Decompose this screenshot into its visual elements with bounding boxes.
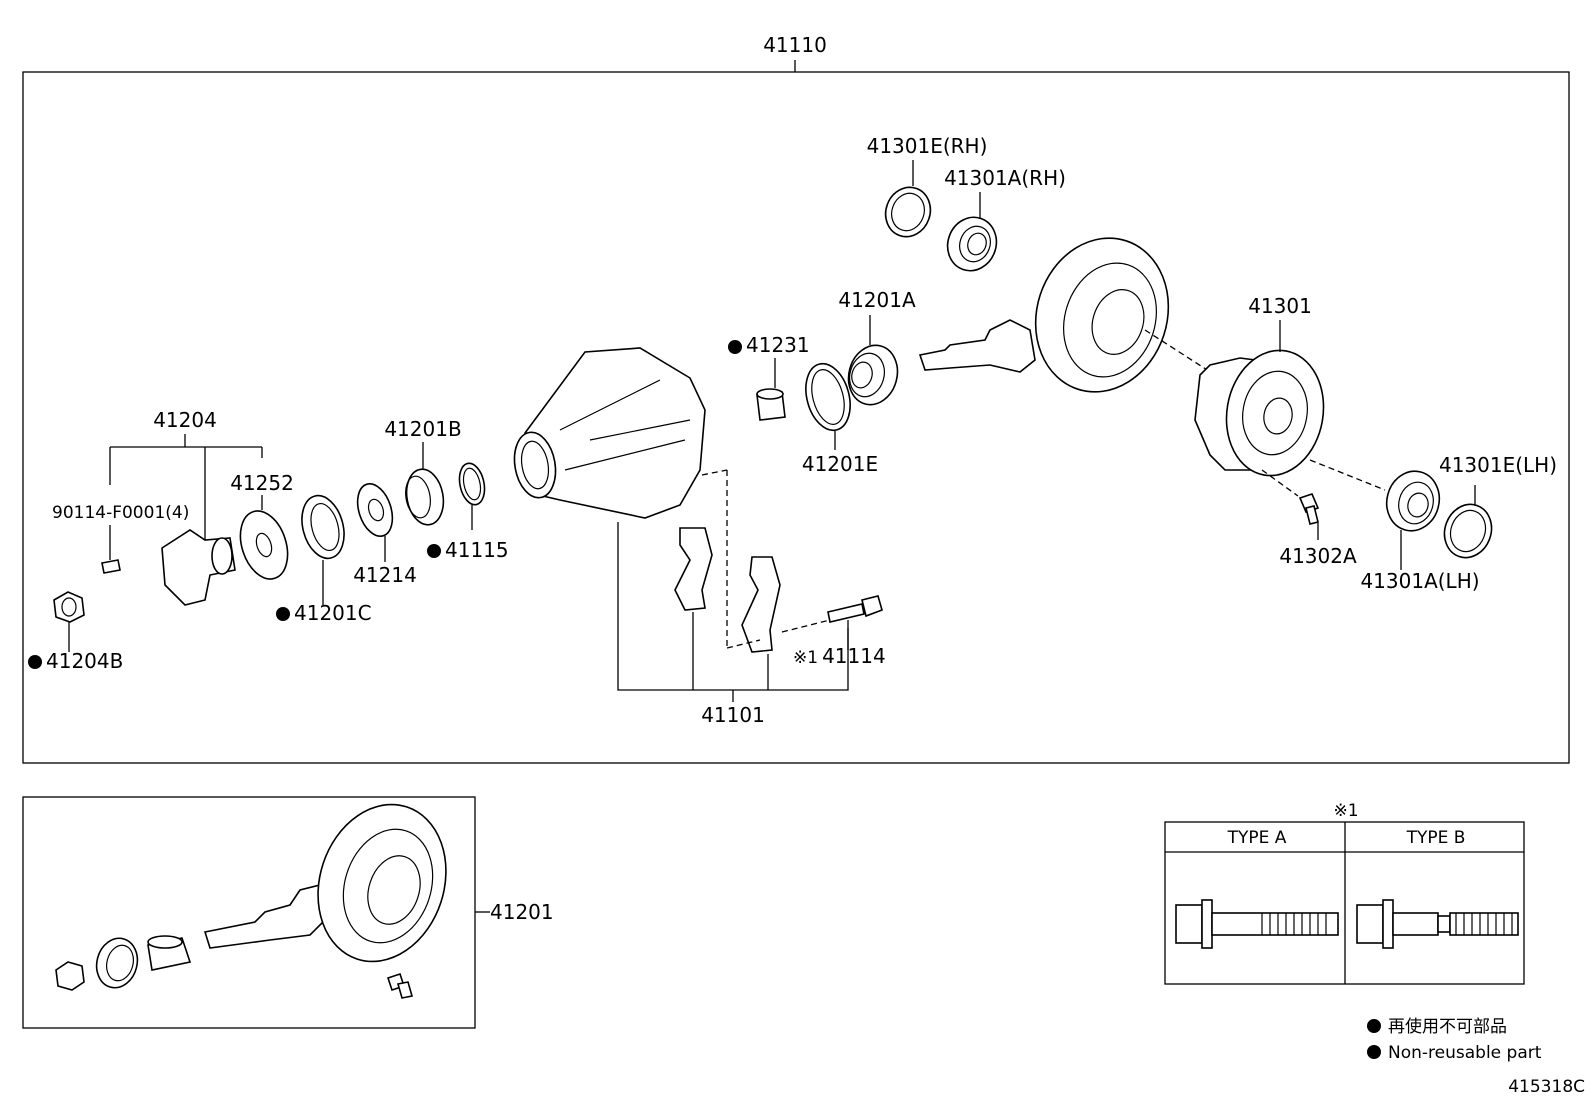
bearing-cap-left[interactable] — [674, 527, 713, 611]
callout-41201B[interactable]: 41201B — [384, 417, 461, 441]
figure-code: 415318C — [1508, 1077, 1585, 1097]
flange-nut-41204B[interactable] — [53, 591, 85, 623]
legend-english: Non-reusable part — [1388, 1043, 1542, 1063]
gear-set-41201[interactable] — [55, 788, 466, 999]
ring-gear-bolt-41302A[interactable] — [1298, 493, 1320, 525]
spacer-ring-41115[interactable] — [456, 461, 488, 507]
bolt-type-a-drawing — [1175, 899, 1339, 949]
callout-41201[interactable]: 41201 — [490, 900, 554, 924]
callout-41204[interactable]: 41204 — [153, 408, 217, 432]
callout-41252[interactable]: 41252 — [230, 471, 294, 495]
assembly-label[interactable]: 41110 — [763, 33, 827, 57]
legend-dot-en — [1367, 1045, 1381, 1059]
bolt-type-b-drawing — [1356, 899, 1519, 949]
legend-dot-ja — [1367, 1019, 1381, 1033]
callout-41214[interactable]: 41214 — [353, 563, 417, 587]
type-table-note: ※1 — [1333, 801, 1358, 821]
callout-41301A-LH[interactable]: 41301A(LH) — [1360, 569, 1479, 593]
callout-41115[interactable]: 41115 — [445, 538, 509, 562]
bearing-cap-right[interactable] — [741, 556, 781, 653]
bearing-41301A-RH[interactable] — [940, 210, 1004, 277]
seal-ring-41301E-RH[interactable] — [879, 181, 937, 243]
carrier-housing[interactable] — [510, 347, 706, 519]
nonreusable-dot-41204B — [28, 655, 42, 669]
assembly-frame — [22, 71, 1570, 764]
bolt-type-table — [1164, 821, 1525, 985]
callout-41231[interactable]: 41231 — [746, 333, 810, 357]
nonreusable-dot-41201C — [276, 607, 290, 621]
callout-90114[interactable]: 90114-F0001(4) — [52, 503, 189, 523]
type-a-header: TYPE A — [1227, 828, 1287, 848]
oil-seal-41201C[interactable] — [295, 491, 350, 563]
nonreusable-dot-41231 — [728, 340, 742, 354]
oil-deflector-41214[interactable] — [351, 479, 398, 540]
callout-41301E-LH[interactable]: 41301E(LH) — [1439, 453, 1557, 477]
spacer-41231[interactable] — [756, 388, 786, 421]
callout-41201C[interactable]: 41201C — [294, 601, 372, 625]
ring-gear-pinion[interactable] — [918, 221, 1188, 410]
callout-41201E[interactable]: 41201E — [802, 452, 878, 476]
callout-41101[interactable]: 41101 — [701, 703, 765, 727]
callout-41301[interactable]: 41301 — [1248, 294, 1312, 318]
oil-slinger-41252[interactable] — [232, 505, 295, 585]
bearing-41201A[interactable] — [842, 340, 904, 410]
callout-41302A[interactable]: 41302A — [1279, 544, 1357, 568]
callout-41204B[interactable]: 41204B — [46, 649, 123, 673]
type-b-header: TYPE B — [1406, 828, 1466, 848]
stud-bolt-90114[interactable] — [101, 559, 121, 574]
callout-41301A-RH[interactable]: 41301A(RH) — [944, 166, 1066, 190]
bearing-41301A-LH[interactable] — [1380, 465, 1446, 536]
companion-flange-41204[interactable] — [161, 529, 236, 606]
cap-bolt-41114[interactable] — [827, 595, 883, 623]
nonreusable-dot-41115 — [427, 544, 441, 558]
legend-japanese: 再使用不可部品 — [1388, 1016, 1507, 1037]
callout-41301E-RH[interactable]: 41301E(RH) — [867, 134, 988, 158]
callout-41201A[interactable]: 41201A — [838, 288, 916, 312]
shim-ring-41201E[interactable] — [799, 359, 857, 436]
bearing-41201B[interactable] — [402, 466, 447, 527]
differential-case-41301[interactable] — [1194, 343, 1333, 484]
seal-ring-41301E-LH[interactable] — [1437, 498, 1499, 564]
